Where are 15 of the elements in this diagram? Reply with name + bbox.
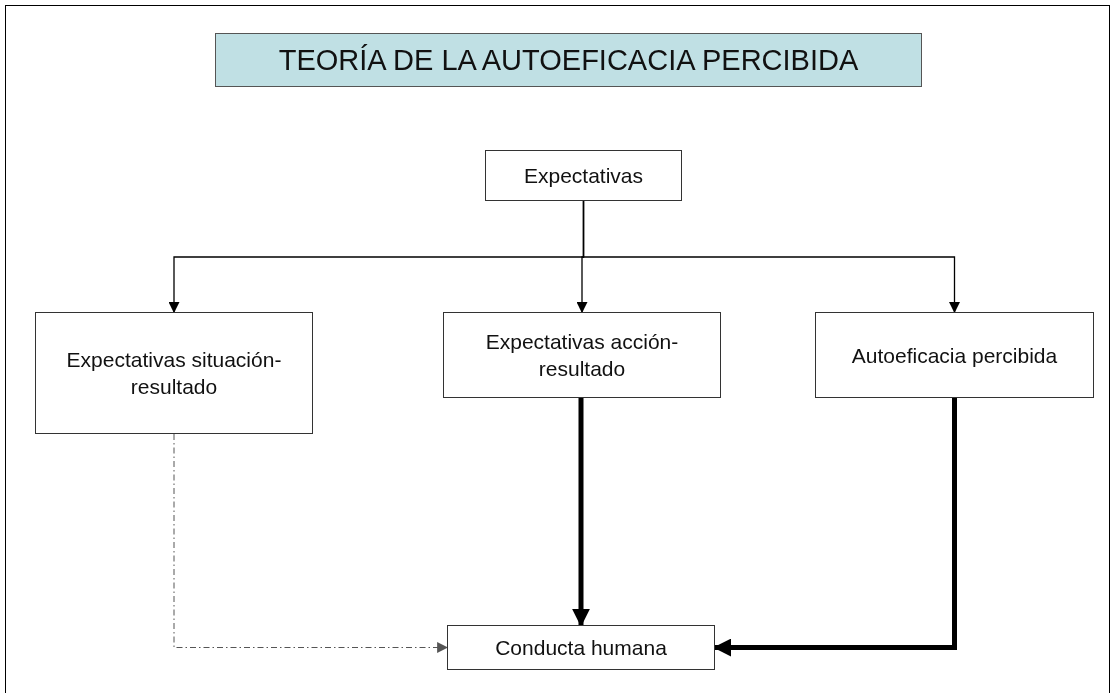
process-box — [35, 312, 313, 434]
arrow — [713, 398, 957, 657]
arrow — [572, 398, 590, 627]
process-box — [485, 150, 682, 201]
box-label: Conducta humana — [495, 635, 667, 661]
process-box — [815, 312, 1094, 398]
process-box — [443, 312, 721, 398]
box-label: Expectativas — [523, 163, 644, 189]
arrow — [173, 433, 449, 653]
title-box: TEORÍA DE LA AUTOEFICACIA PERCIBIDA — [215, 33, 922, 87]
arrow — [582, 200, 960, 314]
box-label: Expectativas situación-resultado — [65, 347, 283, 400]
box-label: Expectativas acción-resultado — [484, 329, 680, 382]
box-label: Autoeficacia percibida — [851, 342, 1058, 369]
process-box — [447, 625, 715, 670]
